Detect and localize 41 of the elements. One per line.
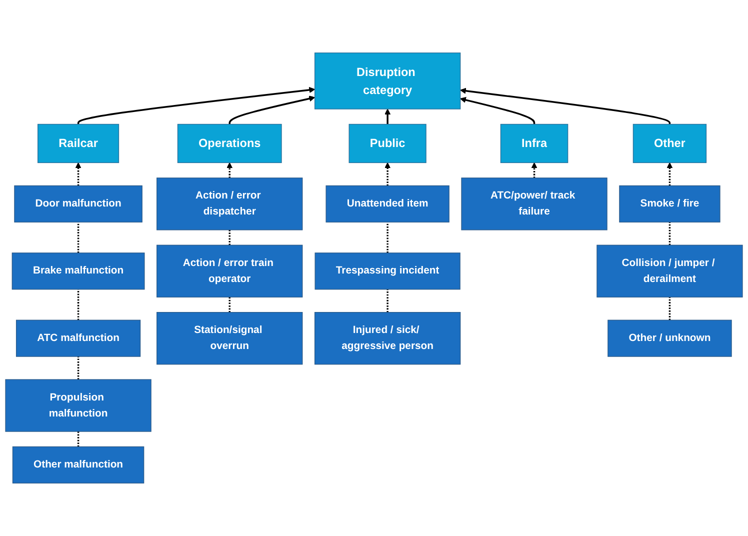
node-box: Action / error dispatcher xyxy=(156,178,303,230)
arrow xyxy=(228,96,316,124)
arrow xyxy=(666,162,673,186)
node-box: ATC malfunction xyxy=(16,320,141,357)
connector xyxy=(77,222,80,253)
node-box: Collision / jumper / derailment xyxy=(596,244,743,298)
connector xyxy=(386,222,388,253)
arrow xyxy=(75,162,82,186)
arrow xyxy=(77,86,316,124)
arrow xyxy=(384,108,391,124)
node-box: Station/signal overrun xyxy=(156,312,303,365)
connector xyxy=(77,432,80,447)
node-box: Public xyxy=(348,124,426,164)
node-box: Unattended item xyxy=(326,185,450,222)
connector xyxy=(668,297,671,320)
node-box: Action / error train operator xyxy=(156,244,303,298)
node-box: Other xyxy=(632,124,707,164)
node-box: Operations xyxy=(177,124,282,164)
arrow xyxy=(384,162,391,186)
node-box: Brake malfunction xyxy=(12,252,145,290)
connector xyxy=(668,222,671,246)
node-box: ATC/power/ track failure xyxy=(461,178,608,230)
node-box: Infra xyxy=(500,124,568,164)
node-box: Door malfunction xyxy=(14,185,142,222)
connector xyxy=(228,297,230,312)
node-box: Propulsion malfunction xyxy=(5,379,152,432)
node-box: Other malfunction xyxy=(12,446,144,484)
connector xyxy=(77,356,80,380)
connector xyxy=(228,230,230,246)
node-box: Railcar xyxy=(38,124,120,164)
connector xyxy=(77,289,80,320)
arrow xyxy=(460,88,671,124)
node-box: Smoke / fire xyxy=(619,185,720,222)
connector xyxy=(386,289,388,312)
node-box: Other / unknown xyxy=(608,320,732,357)
node-box: Disruption category xyxy=(314,52,461,110)
arrow xyxy=(531,162,538,178)
arrow xyxy=(226,162,233,178)
node-box: Trespassing incident xyxy=(314,252,460,290)
node-box: Injured / sick/ aggressive person xyxy=(314,312,461,365)
arrow xyxy=(460,96,536,124)
